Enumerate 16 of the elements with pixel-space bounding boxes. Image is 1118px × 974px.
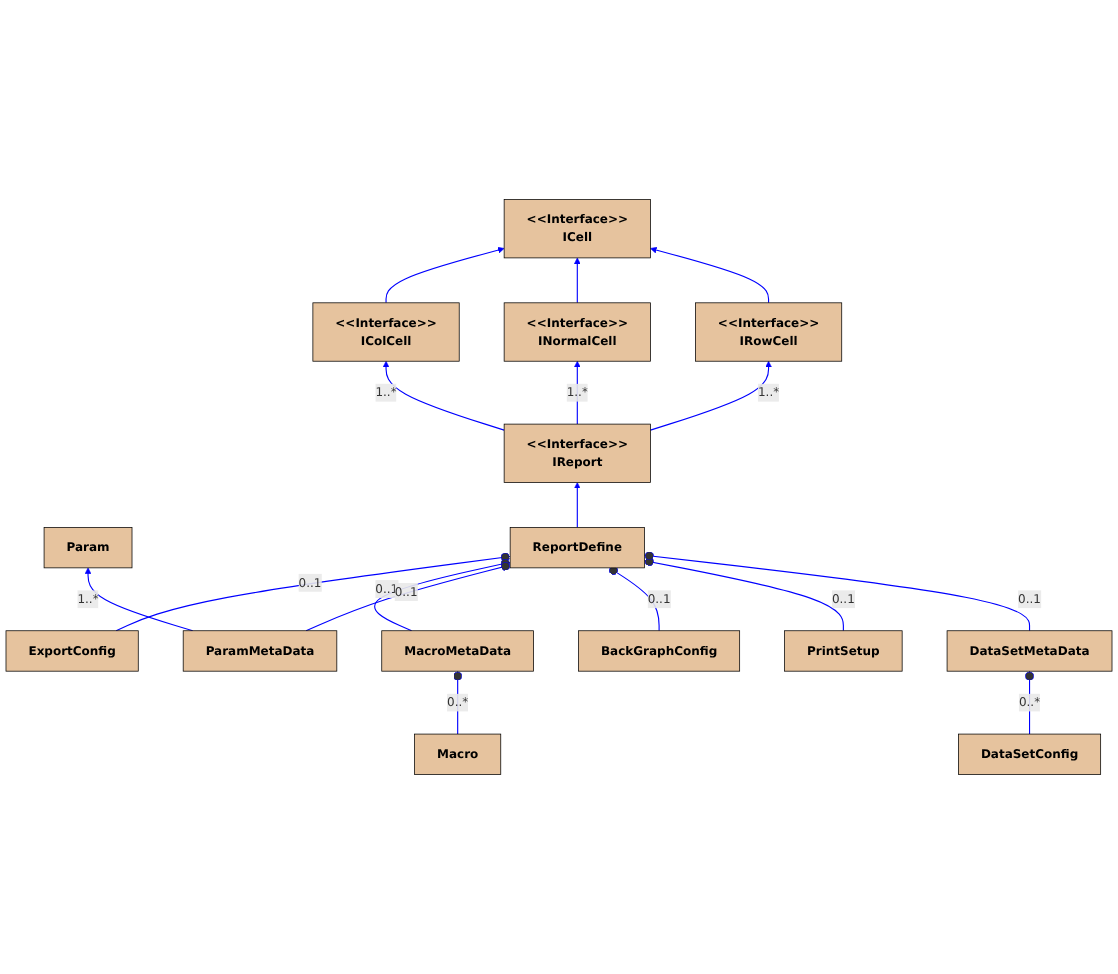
arrow [382, 360, 505, 431]
arrow [574, 482, 581, 528]
connector [608, 565, 660, 632]
arrow [84, 567, 194, 632]
connector [453, 670, 463, 735]
arrow [649, 360, 772, 431]
arrow [574, 360, 581, 425]
arrow [385, 246, 505, 304]
connector [1025, 670, 1035, 735]
connector [643, 557, 844, 632]
connector [305, 561, 511, 632]
arrow [650, 246, 770, 304]
connector [115, 552, 511, 632]
connector [643, 551, 1031, 632]
connector [374, 558, 511, 632]
arrow [574, 257, 581, 304]
